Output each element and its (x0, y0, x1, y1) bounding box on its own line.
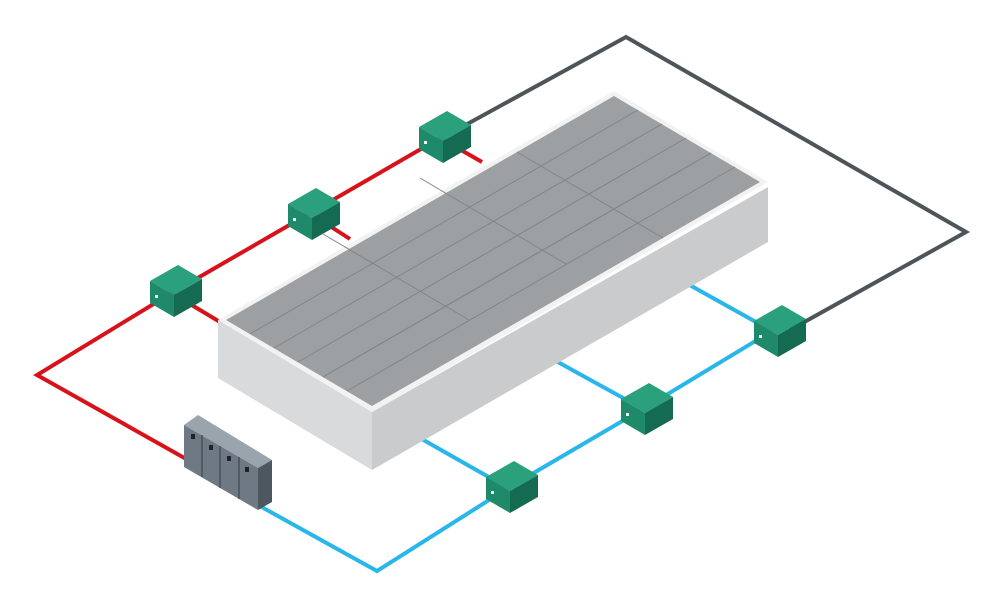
inverter-module (754, 305, 806, 357)
rooftop-solar-array-building (218, 91, 768, 470)
cabinet-window (227, 456, 231, 461)
cabinet-door-windows (191, 434, 249, 472)
gray-cable-loop (459, 34, 971, 332)
inverter-module (150, 265, 202, 317)
cabinet-window (209, 445, 213, 450)
cabinet-window (245, 467, 249, 472)
solar-roof-surface (226, 96, 760, 406)
building-end-face (372, 187, 768, 470)
cabinet-window (191, 434, 195, 439)
inverter-module (419, 111, 471, 163)
building-front-face (218, 320, 372, 470)
cabinet-doors (201, 435, 240, 499)
solar-panel-grid (249, 109, 736, 392)
inverter-module (288, 188, 340, 240)
inverter-modules (150, 111, 806, 513)
gray-cable-segment (459, 34, 971, 332)
inverter-module (621, 383, 673, 435)
electrical-cabinet (184, 415, 272, 510)
cabinet-top (184, 415, 272, 468)
inverter-module (486, 461, 538, 513)
cabinet-side (258, 460, 272, 510)
